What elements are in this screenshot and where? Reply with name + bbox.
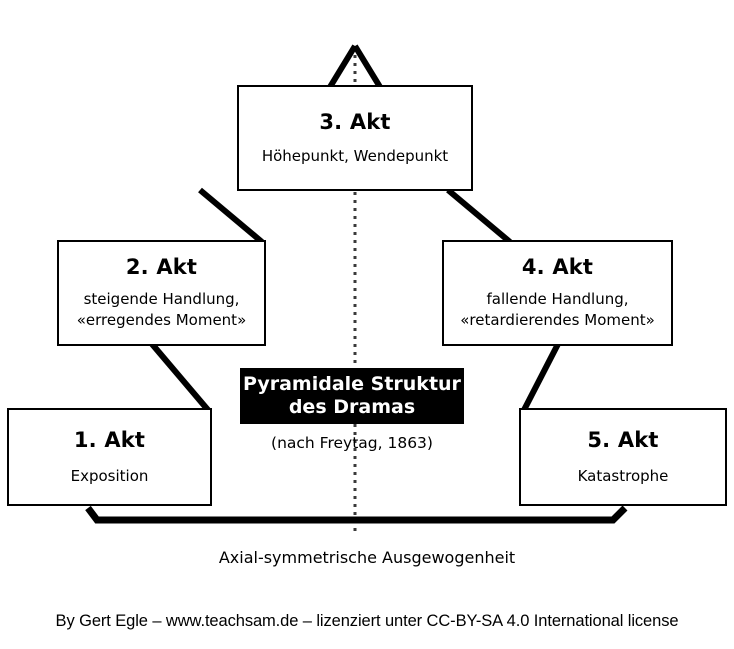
act-title-act4: 4. Akt — [521, 255, 594, 280]
act-description-act2: steigende Handlung, «erregendes Moment» — [76, 290, 247, 329]
act-box-act5[interactable]: 5. Akt Katastrophe — [519, 408, 727, 506]
connector-act2-act3 — [198, 187, 264, 245]
act-description-act4: fallende Handlung, «retardierendes Momen… — [460, 290, 655, 329]
act-title-act2: 2. Akt — [125, 255, 198, 280]
connector-act3-act4 — [446, 187, 512, 245]
baseline-bracket — [85, 505, 628, 524]
act-box-act4[interactable]: 4. Akt fallende Handlung, «retardierende… — [442, 240, 673, 346]
act-description-act3: Höhepunkt, Wendepunkt — [261, 147, 449, 166]
apex-triangle-left-edge — [327, 44, 358, 89]
connector-act1-act2 — [149, 342, 211, 412]
credit-line: By Gert Egle – www.teachsam.de – lizenzi… — [55, 612, 679, 630]
act-box-act1[interactable]: 1. Akt Exposition — [7, 408, 212, 506]
act-title-act1: 1. Akt — [73, 428, 146, 453]
act-description-act5: Katastrophe — [577, 467, 669, 486]
act-title-act3: 3. Akt — [319, 110, 391, 135]
diagram-subtitle: (nach Freytag, 1863) — [271, 434, 433, 452]
act-box-act2[interactable]: 2. Akt steigende Handlung, «erregendes M… — [57, 240, 266, 346]
act-description-act1: Exposition — [70, 467, 149, 486]
act-title-act5: 5. Akt — [587, 428, 659, 453]
act-box-act3[interactable]: 3. Akt Höhepunkt, Wendepunkt — [237, 85, 473, 191]
baseline-label: Axial-symmetrische Ausgewogenheit — [218, 548, 516, 567]
connector-act4-act5 — [521, 342, 561, 412]
diagram-title-block: Pyramidale Struktur des Dramas — [240, 368, 464, 424]
apex-triangle-right-edge — [352, 44, 383, 89]
